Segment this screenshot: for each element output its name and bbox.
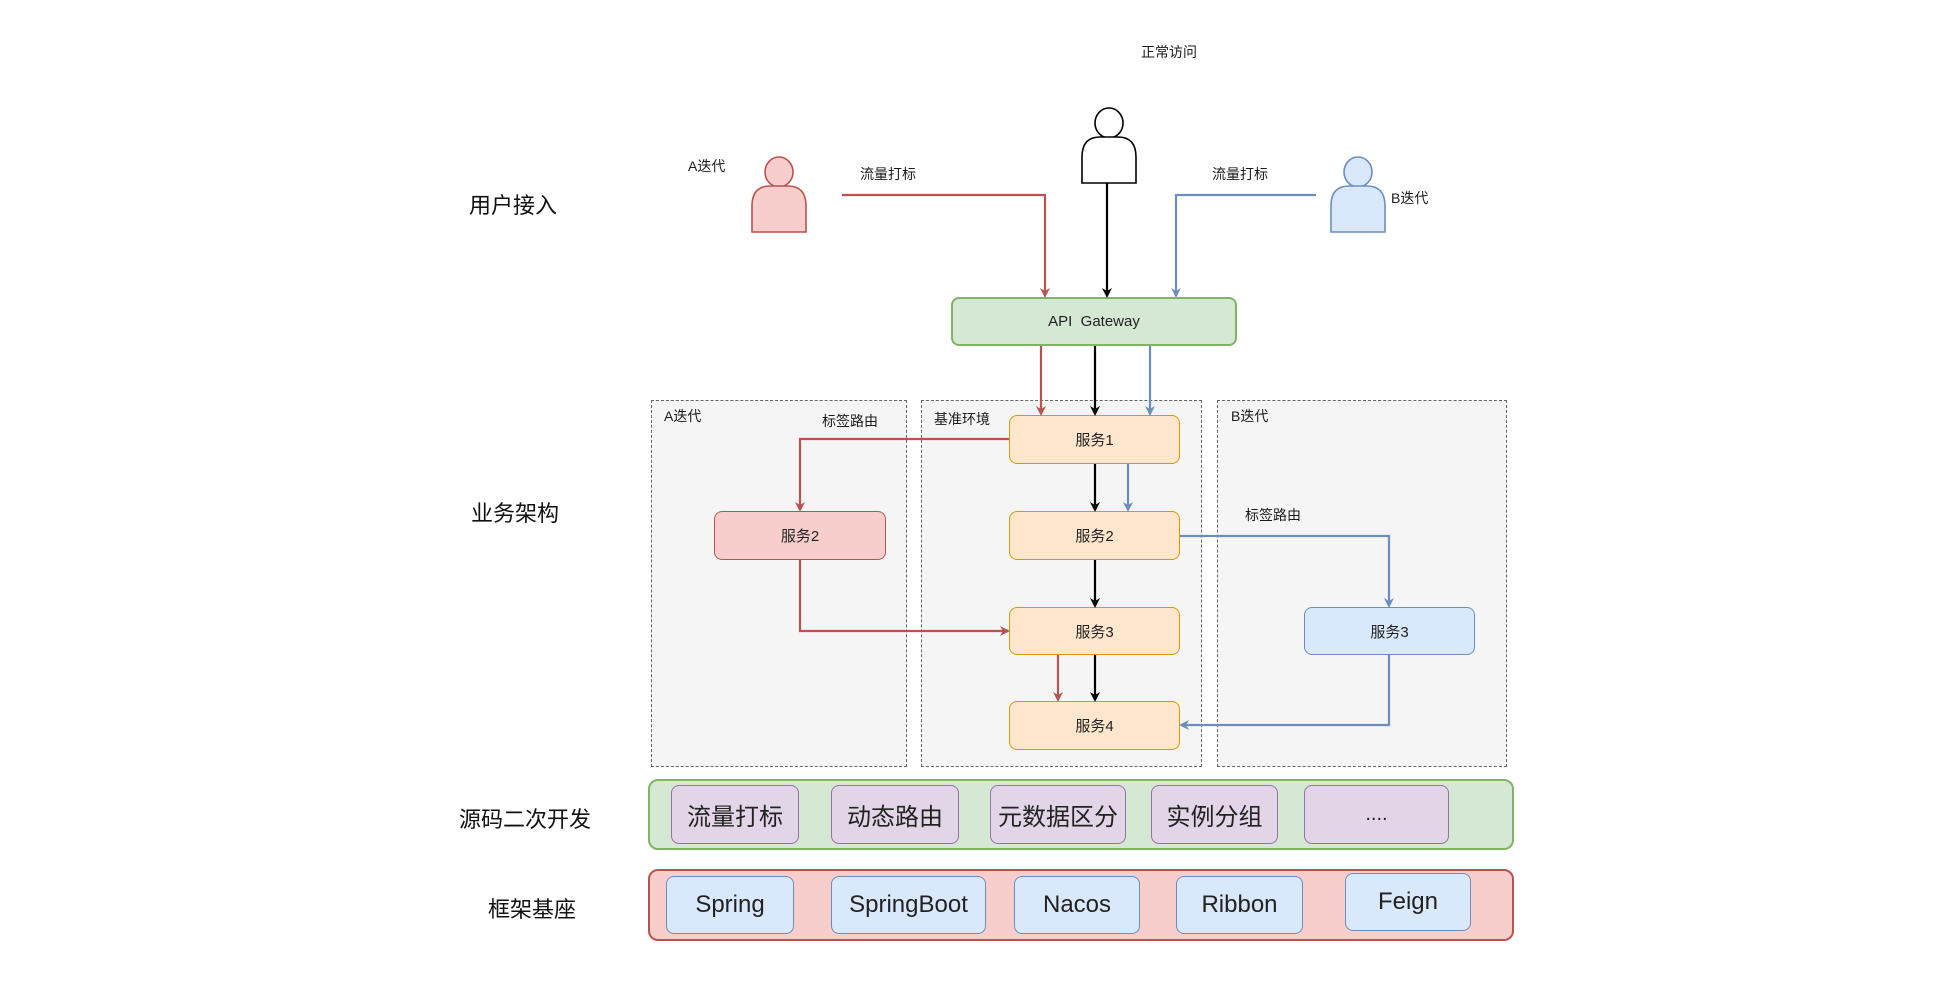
container-a-route-label: 标签路由: [822, 413, 878, 429]
source-dev-item-label: 流量打标: [687, 804, 783, 831]
edge-b-user-to-gateway: [1171, 193, 1316, 298]
framework-item-label: Feign: [1377, 888, 1439, 915]
edge-a-user-to-gateway: [842, 193, 1050, 298]
a-service-2[interactable]: 服务2: [714, 511, 886, 560]
base-service-1-label: 服务1: [1075, 432, 1114, 449]
base-service-2-label: 服务2: [1075, 528, 1114, 545]
framework-item-ribbon[interactable]: Ribbon: [1176, 876, 1303, 934]
a-iteration-user-icon: [751, 156, 807, 233]
b-iteration-user-icon: [1330, 156, 1386, 233]
framework-item-springboot[interactable]: SpringBoot: [831, 876, 986, 934]
container-base-title: 基准环境: [934, 411, 990, 427]
source-dev-item-label: 实例分组: [1166, 804, 1263, 831]
base-service-3[interactable]: 服务3: [1009, 607, 1180, 655]
framework-item-nacos[interactable]: Nacos: [1014, 876, 1140, 934]
source-dev-item-instance-group[interactable]: 实例分组: [1151, 785, 1278, 844]
api-gateway-label: API Gateway: [1048, 313, 1140, 330]
framework-item-feign[interactable]: Feign: [1345, 873, 1471, 931]
source-dev-item-more[interactable]: ....: [1304, 785, 1449, 844]
source-dev-item-label: 元数据区分: [998, 804, 1118, 831]
source-dev-item-metadata[interactable]: 元数据区分: [990, 785, 1126, 844]
container-a-iteration: [651, 400, 907, 767]
framework-item-spring[interactable]: Spring: [666, 876, 794, 934]
source-dev-item-traffic-tag[interactable]: 流量打标: [671, 785, 799, 844]
layer-label-user-access: 用户接入: [469, 193, 558, 218]
layer-label-source-dev: 源码二次开发: [459, 807, 592, 832]
a-traffic-tag-label: 流量打标: [860, 166, 916, 182]
base-service-3-label: 服务3: [1075, 623, 1114, 641]
b-service-3-label: 服务3: [1370, 623, 1409, 641]
framework-item-label: Ribbon: [1201, 891, 1278, 918]
b-iteration-user-label: B迭代: [1391, 190, 1429, 206]
layer-label-framework: 框架基座: [488, 897, 577, 922]
base-service-2[interactable]: 服务2: [1009, 511, 1180, 560]
source-dev-item-label: ....: [1365, 803, 1388, 825]
container-b-iteration: [1217, 400, 1507, 767]
layer-label-business: 业务架构: [471, 501, 560, 526]
base-service-1[interactable]: 服务1: [1009, 415, 1180, 464]
framework-item-label: Spring: [695, 891, 765, 918]
a-iteration-user-label: A迭代: [688, 158, 726, 174]
framework-item-label: SpringBoot: [849, 891, 968, 918]
normal-access-label: 正常访问: [1141, 44, 1197, 60]
base-service-4[interactable]: 服务4: [1009, 701, 1180, 750]
normal-user-icon: [1081, 107, 1137, 184]
api-gateway[interactable]: API Gateway: [951, 297, 1237, 346]
a-service-2-label: 服务2: [780, 528, 820, 545]
source-dev-item-dynamic-route[interactable]: 动态路由: [831, 785, 959, 844]
source-dev-item-label: 动态路由: [847, 804, 943, 831]
base-service-4-label: 服务4: [1075, 718, 1114, 735]
framework-item-label: Nacos: [1042, 891, 1112, 918]
b-traffic-tag-label: 流量打标: [1212, 166, 1268, 182]
container-b-title: B迭代: [1231, 408, 1269, 424]
container-a-title: A迭代: [664, 408, 702, 424]
container-b-route-label: 标签路由: [1245, 507, 1301, 523]
b-service-3[interactable]: 服务3: [1304, 607, 1475, 655]
